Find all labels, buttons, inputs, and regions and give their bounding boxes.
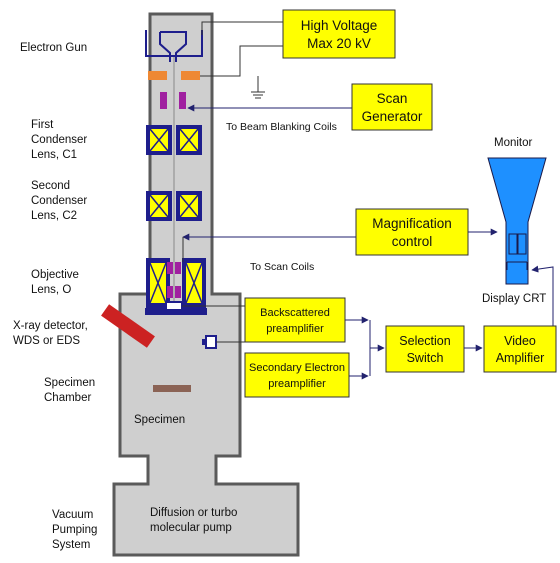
high-voltage-wiring bbox=[200, 21, 283, 99]
anode-plate-right bbox=[181, 71, 200, 80]
label-xray-detector: X-ray detector, WDS or EDS bbox=[13, 320, 91, 347]
label-objective-lens: Objective Lens, O bbox=[31, 269, 82, 296]
blanking-coil-right bbox=[179, 92, 186, 109]
label-display-crt: Display CRT bbox=[482, 293, 546, 305]
scan-coils bbox=[167, 262, 181, 298]
monitor-crt bbox=[487, 157, 547, 285]
condenser-lens-c2 bbox=[146, 191, 202, 221]
label-to-blanking-coils: To Beam Blanking Coils bbox=[226, 121, 337, 133]
backscatter-detector bbox=[165, 301, 183, 311]
label-specimen-chamber: Specimen Chamber bbox=[44, 377, 98, 404]
xray-detector bbox=[101, 304, 155, 348]
label-pump: Diffusion or turbo molecular pump bbox=[150, 507, 241, 534]
label-second-condenser: Second Condenser Lens, C2 bbox=[31, 180, 90, 222]
blanking-coil-left bbox=[160, 92, 167, 109]
condenser-lens-c1 bbox=[146, 125, 202, 155]
label-first-condenser: First Condenser Lens, C1 bbox=[31, 119, 90, 161]
objective-lens bbox=[145, 258, 207, 315]
label-electron-gun: Electron Gun bbox=[20, 42, 87, 54]
label-to-scan-coils: To Scan Coils bbox=[250, 261, 314, 273]
electron-gun bbox=[145, 30, 203, 62]
specimen bbox=[153, 385, 191, 392]
arrow-video-to-crt bbox=[531, 265, 554, 330]
label-specimen: Specimen bbox=[134, 414, 185, 426]
label-vacuum-pumping: Vacuum Pumping System bbox=[52, 509, 101, 551]
anode-plate-left bbox=[148, 71, 167, 80]
monitor-title: Monitor bbox=[494, 137, 533, 149]
